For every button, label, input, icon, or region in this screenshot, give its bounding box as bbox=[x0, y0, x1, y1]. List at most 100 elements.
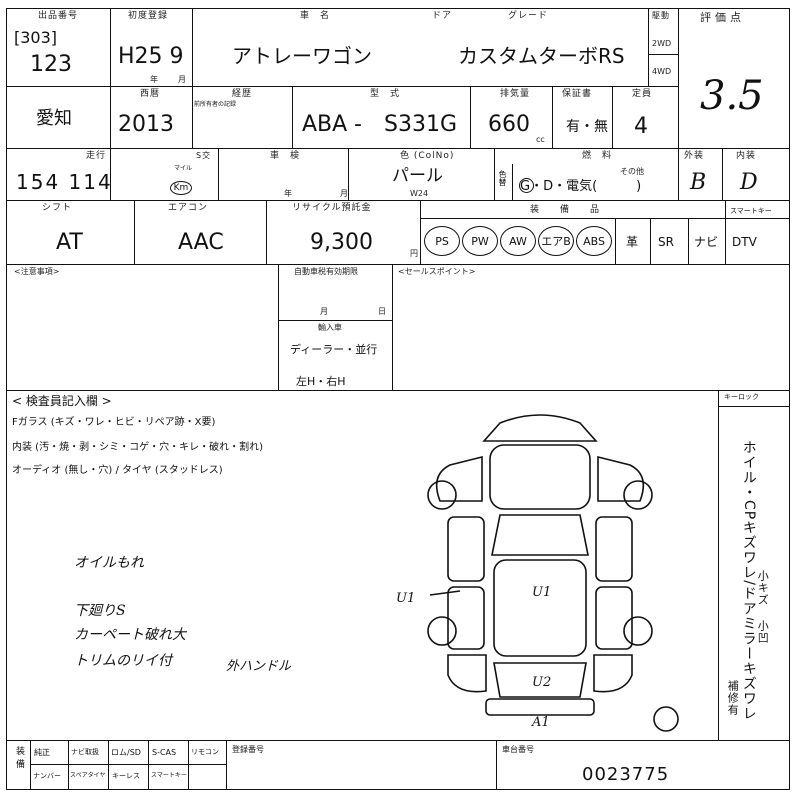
type-prefix: ABA bbox=[302, 112, 348, 137]
footer-navi: ナビ取扱 bbox=[71, 748, 99, 756]
score: 3.5 bbox=[700, 73, 764, 119]
shift: AT bbox=[56, 230, 83, 255]
right-rear-wheel bbox=[623, 616, 653, 646]
col-divider bbox=[192, 8, 193, 148]
rear-bumper-shape bbox=[485, 698, 595, 716]
recycle-unit: 円 bbox=[410, 249, 418, 258]
col-divider bbox=[110, 8, 111, 200]
recycle-fee: 9,300 bbox=[310, 230, 373, 255]
right-front-fender bbox=[597, 455, 645, 502]
lot-label: 出品番号 bbox=[38, 11, 79, 21]
note-handle: 外ハンドル bbox=[226, 659, 292, 674]
side-small-scratch: 小キズ bbox=[756, 570, 770, 606]
footer-scas: S-CAS bbox=[152, 748, 177, 757]
mile-unit: マイル bbox=[174, 165, 193, 172]
footer-spare: スペアタイヤ bbox=[70, 772, 106, 779]
region: 愛知 bbox=[36, 108, 72, 129]
capacity-label: 定員 bbox=[632, 89, 653, 99]
exterior-grade: B bbox=[690, 170, 707, 195]
col-divider bbox=[30, 740, 31, 790]
equip-abs: ABS bbox=[576, 226, 612, 256]
insp-month: 月 bbox=[340, 189, 348, 198]
ac: AAC bbox=[178, 230, 224, 255]
chassis-number: 0023775 bbox=[582, 764, 670, 785]
col-divider bbox=[725, 200, 726, 264]
side-small-dent: 小凹 bbox=[756, 620, 770, 644]
equip-airbag: エアB bbox=[538, 226, 574, 256]
insp-year: 年 bbox=[284, 189, 292, 198]
footer-rom: ロム/SD bbox=[111, 748, 141, 757]
col-divider bbox=[266, 200, 267, 264]
side-note: ホイル・CPキズワレ/ドアミラーキズワレ bbox=[740, 440, 757, 721]
row3-divider bbox=[6, 200, 790, 201]
deadline-day: 日 bbox=[378, 307, 386, 316]
mark-u1-center: U1 bbox=[532, 585, 552, 600]
col-divider bbox=[420, 200, 421, 264]
col-divider bbox=[226, 740, 227, 790]
note-carpet: カーペート破れ大 bbox=[74, 627, 186, 643]
drive-divider bbox=[648, 54, 678, 55]
equip-navi: ナビ bbox=[694, 235, 719, 249]
reg-number-label: 登録番号 bbox=[232, 745, 264, 754]
grade-label: グレード bbox=[508, 11, 549, 21]
col-divider bbox=[108, 740, 109, 790]
left-rear-fender bbox=[447, 654, 487, 693]
year-unit: 年 bbox=[150, 75, 158, 84]
fuel-selected-mark bbox=[519, 178, 534, 193]
equip-sunroof: SR bbox=[658, 235, 674, 249]
left-front-wheel bbox=[427, 480, 457, 510]
footer-smartkey: スマートキー bbox=[151, 772, 187, 779]
meter-label: S交 bbox=[196, 151, 212, 160]
footer-divider bbox=[6, 740, 790, 741]
left-front-door bbox=[447, 516, 485, 582]
audio-line: オーディオ (無し・穴) / タイヤ (スタッドレス) bbox=[12, 465, 223, 476]
roof-shape bbox=[493, 559, 587, 657]
row5-divider bbox=[6, 390, 790, 391]
inspection-label: 車 検 bbox=[270, 151, 301, 161]
side-repair: 補修有 bbox=[726, 680, 740, 716]
interior-line: 内装 (汚・焼・剥・シミ・コゲ・穴・キレ・破れ・割れ) bbox=[12, 442, 263, 453]
displacement: 660 bbox=[488, 112, 530, 137]
color-code: W24 bbox=[410, 189, 429, 198]
note-oil-leak: オイルもれ bbox=[74, 555, 144, 571]
interior-grade: D bbox=[740, 170, 758, 195]
km-unit: Km bbox=[170, 181, 192, 195]
equip-ps: PS bbox=[424, 226, 460, 256]
keyless-label: スマートキー bbox=[730, 207, 772, 215]
footer-equip-label: 装備 bbox=[14, 746, 24, 772]
equip-leather: 革 bbox=[626, 235, 639, 249]
col-divider bbox=[650, 218, 651, 264]
col-divider bbox=[68, 740, 69, 790]
row1-divider bbox=[6, 86, 678, 87]
col-divider bbox=[552, 86, 553, 148]
mark-u1-left: U1 bbox=[396, 591, 416, 606]
left-rear-wheel bbox=[427, 616, 457, 646]
col-divider bbox=[392, 264, 393, 390]
deadline-label: 自動車税有効期限 bbox=[294, 267, 358, 276]
lot-prefix: [303] bbox=[14, 28, 58, 47]
col-divider bbox=[218, 148, 219, 200]
color: パール bbox=[392, 166, 443, 186]
mileage-label: 走行 bbox=[86, 151, 107, 161]
col-divider bbox=[688, 218, 689, 264]
drive-label: 駆動 bbox=[652, 11, 670, 20]
col-divider bbox=[648, 8, 649, 86]
left-front-fender bbox=[435, 455, 483, 502]
footer-number: ナンバー bbox=[33, 772, 61, 780]
equip-header-divider bbox=[420, 218, 790, 219]
inspector-title: < 検査員記入欄 > bbox=[12, 394, 112, 408]
glass-line: Fガラス (キズ・ワレ・ヒビ・リペア跡・X要) bbox=[12, 417, 216, 428]
right-rear-fender bbox=[593, 654, 633, 693]
col-divider bbox=[292, 86, 293, 148]
col-divider bbox=[678, 148, 679, 200]
sheet-frame bbox=[6, 8, 790, 790]
ac-label: エアコン bbox=[168, 203, 209, 213]
footer-genuine: 純正 bbox=[34, 748, 50, 757]
col-divider bbox=[612, 86, 613, 148]
col-divider bbox=[348, 148, 349, 200]
import-label: 輸入車 bbox=[318, 323, 342, 332]
first-reg: H25 9 bbox=[118, 44, 184, 69]
footer-remote: リモコン bbox=[191, 748, 219, 756]
col-divider bbox=[188, 740, 189, 790]
row2-divider bbox=[6, 148, 790, 149]
